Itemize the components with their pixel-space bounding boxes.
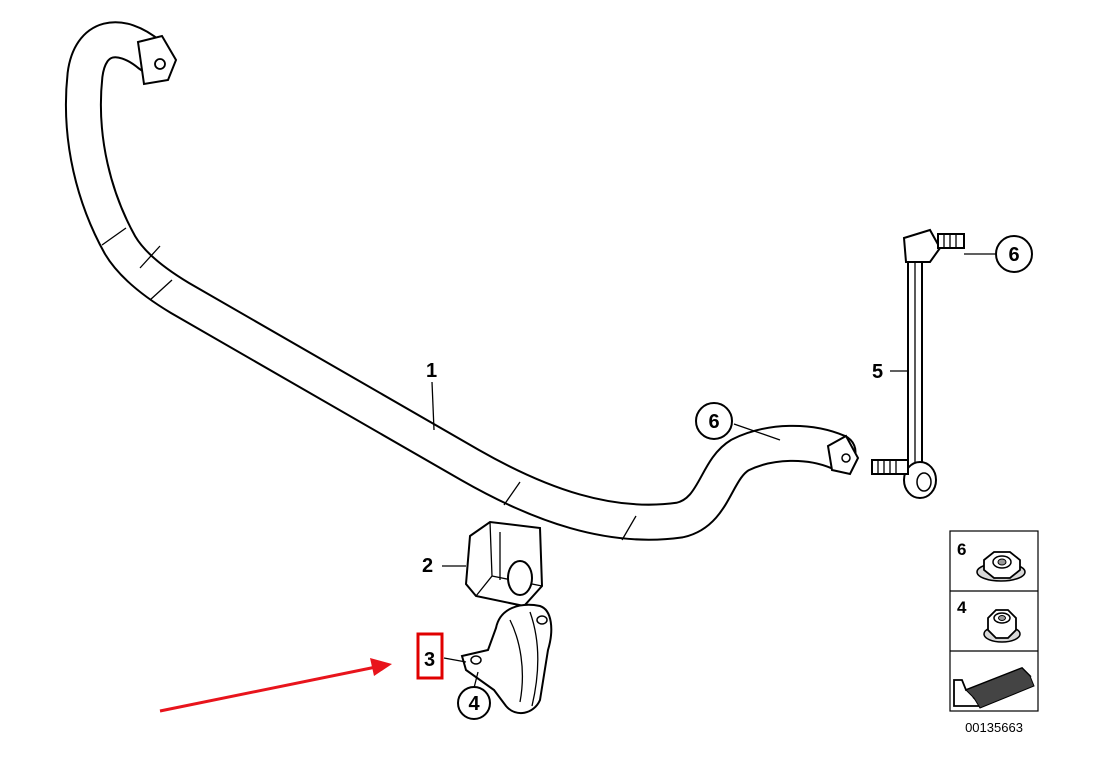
- callout-4-circle: 4: [457, 686, 491, 720]
- callout-1: 1: [426, 360, 437, 382]
- callout-6-bar: 6: [708, 411, 719, 433]
- callout-2: 2: [422, 555, 433, 577]
- callout-5: 5: [872, 361, 883, 383]
- stabilizer-link[interactable]: [871, 228, 965, 499]
- legend-nut-4-number: 4: [957, 598, 967, 617]
- callout-4: 4: [468, 693, 480, 715]
- red-arrow: [159, 658, 392, 713]
- highlight-box: [416, 632, 444, 680]
- callout-3: 3: [424, 649, 435, 671]
- rubber-mounting[interactable]: [464, 520, 544, 608]
- bracket[interactable]: [460, 603, 553, 715]
- nut-4-icon: [983, 609, 1021, 643]
- legend-panel: 6 4: [949, 530, 1039, 712]
- diagram-code: 00135663: [965, 720, 1023, 735]
- direction-arrow-icon: [953, 666, 1035, 709]
- stabilizer-bar[interactable]: [64, 21, 860, 541]
- callout-6-link-circle: 6: [995, 235, 1033, 273]
- callout-6-link: 6: [1008, 244, 1019, 266]
- nut-6-icon: [976, 551, 1026, 582]
- leader-lines: [431, 253, 996, 689]
- legend-nut-6-number: 6: [957, 540, 966, 559]
- callout-6-bar-circle: 6: [695, 402, 733, 440]
